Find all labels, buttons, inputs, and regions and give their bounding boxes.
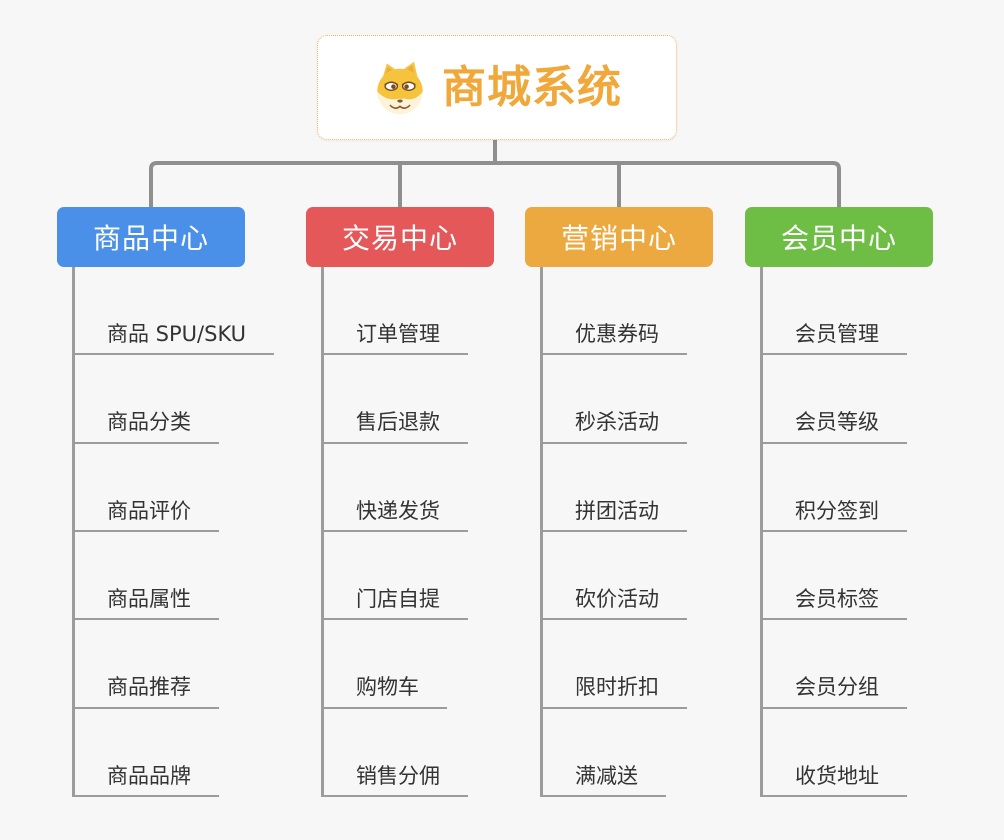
list-item: 限时折扣 — [543, 620, 687, 709]
list-item: 订单管理 — [324, 267, 468, 356]
list-item: 优惠券码 — [543, 267, 687, 356]
list-item: 积分签到 — [763, 444, 907, 532]
list-item: 会员管理 — [763, 267, 907, 356]
child-node[interactable]: 满减送 — [543, 763, 666, 797]
list-item: 拼团活动 — [543, 444, 687, 532]
branch-product-center: 商品中心 商品 SPU/SKU 商品分类 商品评价 商品属性 商品推荐 商品品牌 — [57, 207, 275, 797]
root-title: 商城系统 — [442, 61, 622, 113]
child-node[interactable]: 门店自提 — [324, 586, 468, 621]
child-node[interactable]: 商品品牌 — [75, 763, 219, 797]
child-node[interactable]: 快递发货 — [324, 498, 468, 532]
list-item: 购物车 — [324, 620, 468, 709]
list-item: 售后退款 — [324, 355, 468, 444]
branch-children-member-center: 会员管理 会员等级 积分签到 会员标签 会员分组 收货地址 — [760, 267, 907, 797]
branch-node-member-center[interactable]: 会员中心 — [745, 207, 933, 267]
child-node[interactable]: 会员管理 — [763, 321, 907, 356]
branch-marketing-center: 营销中心 优惠券码 秒杀活动 拼团活动 砍价活动 限时折扣 满减送 — [525, 207, 713, 797]
list-item: 商品推荐 — [75, 620, 274, 709]
list-item: 秒杀活动 — [543, 355, 687, 444]
branch-node-marketing-center[interactable]: 营销中心 — [525, 207, 713, 267]
child-node[interactable]: 售后退款 — [324, 409, 468, 444]
list-item: 商品属性 — [75, 532, 274, 621]
list-item: 商品品牌 — [75, 709, 274, 797]
child-node[interactable]: 商品评价 — [75, 498, 219, 532]
list-item: 商品评价 — [75, 444, 274, 532]
branch-member-center: 会员中心 会员管理 会员等级 积分签到 会员标签 会员分组 收货地址 — [745, 207, 933, 797]
list-item: 商品分类 — [75, 355, 274, 444]
list-item: 销售分佣 — [324, 709, 468, 797]
list-item: 砍价活动 — [543, 532, 687, 621]
child-node[interactable]: 商品 SPU/SKU — [75, 321, 275, 356]
list-item: 会员标签 — [763, 532, 907, 621]
branch-node-transaction-center[interactable]: 交易中心 — [306, 207, 494, 267]
branch-children-transaction-center: 订单管理 售后退款 快递发货 门店自提 购物车 销售分佣 — [321, 267, 468, 797]
child-node[interactable]: 砍价活动 — [543, 586, 687, 621]
child-node[interactable]: 收货地址 — [763, 763, 907, 797]
dog-face-icon — [377, 61, 423, 114]
child-node[interactable]: 优惠券码 — [543, 321, 687, 356]
branch-transaction-center: 交易中心 订单管理 售后退款 快递发货 门店自提 购物车 销售分佣 — [306, 207, 494, 797]
list-item: 会员分组 — [763, 620, 907, 709]
child-node[interactable]: 商品属性 — [75, 586, 219, 621]
child-node[interactable]: 会员分组 — [763, 674, 907, 709]
child-node[interactable]: 购物车 — [324, 674, 447, 709]
child-node[interactable]: 商品推荐 — [75, 674, 219, 709]
child-node[interactable]: 商品分类 — [75, 409, 219, 444]
list-item: 商品 SPU/SKU — [75, 267, 275, 356]
root-node[interactable]: 商城系统 — [317, 35, 677, 140]
child-node[interactable]: 会员等级 — [763, 409, 907, 444]
child-node[interactable]: 销售分佣 — [324, 763, 468, 797]
list-item: 会员等级 — [763, 355, 907, 444]
list-item: 满减送 — [543, 709, 687, 797]
child-node[interactable]: 限时折扣 — [543, 674, 687, 709]
branch-children-product-center: 商品 SPU/SKU 商品分类 商品评价 商品属性 商品推荐 商品品牌 — [72, 267, 275, 797]
list-item: 收货地址 — [763, 709, 907, 797]
child-node[interactable]: 会员标签 — [763, 586, 907, 621]
child-node[interactable]: 拼团活动 — [543, 498, 687, 532]
child-node[interactable]: 订单管理 — [324, 321, 468, 356]
child-node[interactable]: 秒杀活动 — [543, 409, 687, 444]
branch-node-product-center[interactable]: 商品中心 — [57, 207, 245, 267]
branch-children-marketing-center: 优惠券码 秒杀活动 拼团活动 砍价活动 限时折扣 满减送 — [540, 267, 687, 797]
list-item: 门店自提 — [324, 532, 468, 621]
list-item: 快递发货 — [324, 444, 468, 532]
child-node[interactable]: 积分签到 — [763, 498, 907, 532]
